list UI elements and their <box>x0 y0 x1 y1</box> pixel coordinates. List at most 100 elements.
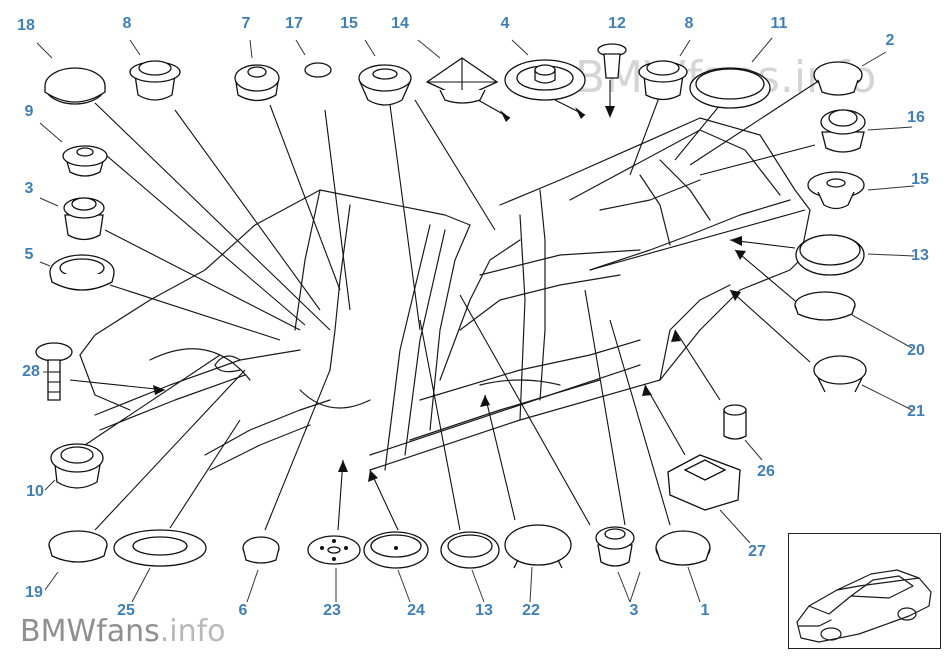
part-3-left <box>63 197 105 241</box>
callout-c7: 7 <box>242 15 251 32</box>
callout-c19: 19 <box>25 584 43 601</box>
callout-c17: 17 <box>285 15 303 32</box>
callout-c25: 25 <box>117 602 135 619</box>
callout-c1: 1 <box>701 602 710 619</box>
callout-c3b: 3 <box>630 602 639 619</box>
leader-17 <box>269 104 341 291</box>
leader-16 <box>699 144 816 176</box>
callout-c20: 20 <box>907 342 925 359</box>
part-2 <box>813 61 863 96</box>
part-27 <box>667 454 741 511</box>
callout-c13a: 13 <box>911 247 929 264</box>
part-5 <box>49 254 115 291</box>
part-4 <box>504 59 586 101</box>
leader-6 <box>264 369 331 531</box>
callout-c15b: 15 <box>911 171 929 188</box>
part-13-bottom <box>440 531 500 569</box>
parts <box>35 43 867 569</box>
part-18 <box>44 67 106 105</box>
callout-c9: 9 <box>25 103 34 120</box>
part-11 <box>689 67 771 109</box>
callout-c10: 10 <box>26 483 44 500</box>
part-6 <box>242 536 280 564</box>
arrowheads <box>153 106 746 482</box>
callout-c5: 5 <box>25 246 34 263</box>
leader-7 <box>174 109 321 311</box>
leader-13b <box>419 319 461 531</box>
part-8-right <box>638 60 688 101</box>
leader-25 <box>169 419 241 529</box>
part-25 <box>113 529 207 567</box>
label-ticks <box>36 37 915 603</box>
leader-11 <box>674 104 721 161</box>
leader-21 <box>729 289 811 363</box>
part-20 <box>794 291 856 321</box>
car-thumbnail <box>788 533 941 649</box>
callout-c18: 18 <box>17 17 35 34</box>
callout-c13b: 13 <box>475 602 493 619</box>
watermark-bottom: BMWfans.info <box>20 614 226 649</box>
part-12 <box>597 43 627 79</box>
callout-c28: 28 <box>22 363 40 380</box>
leader-10 <box>84 354 221 446</box>
part-3-bottom <box>595 526 635 567</box>
part-17 <box>304 62 332 78</box>
part-26 <box>723 404 747 440</box>
leader-27 <box>644 384 686 456</box>
callout-c8a: 8 <box>123 15 132 32</box>
part-19 <box>48 530 108 563</box>
leader-18 <box>94 102 331 331</box>
leader-15b <box>589 209 806 271</box>
leader-9 <box>99 149 306 326</box>
callout-c8b: 8 <box>685 15 694 32</box>
part-16 <box>820 109 866 153</box>
callout-c24: 24 <box>407 602 425 619</box>
part-14 <box>425 57 499 104</box>
part-22 <box>504 524 572 569</box>
callout-c23: 23 <box>323 602 341 619</box>
callout-c22: 22 <box>522 602 540 619</box>
leader-15a <box>324 109 351 311</box>
leader-24 <box>369 469 399 531</box>
leader-26 <box>674 329 721 401</box>
leader-5 <box>109 284 281 341</box>
callout-c15a: 15 <box>340 15 358 32</box>
part-10 <box>50 443 104 489</box>
car-body-shell <box>79 117 811 471</box>
part-24 <box>363 531 429 569</box>
callout-c21: 21 <box>907 403 925 420</box>
callout-c16: 16 <box>907 109 925 126</box>
car-thumbnail-drawing <box>796 569 932 643</box>
leader-20 <box>734 249 801 306</box>
leader-22 <box>484 394 516 521</box>
part-21 <box>813 355 867 393</box>
leader-28 <box>69 379 166 391</box>
leader-14 <box>414 99 496 231</box>
leader-1 <box>609 319 671 526</box>
callout-c4: 4 <box>501 15 510 32</box>
part-28 <box>35 342 73 401</box>
leader-8b <box>629 94 661 176</box>
callout-c12: 12 <box>608 15 626 32</box>
callout-c6: 6 <box>239 602 248 619</box>
callout-c3a: 3 <box>25 180 34 197</box>
part-15-right <box>807 171 865 210</box>
part-23 <box>307 535 361 565</box>
leader-3b1 <box>459 294 591 526</box>
callout-c11: 11 <box>771 15 788 32</box>
callout-c14: 14 <box>391 15 409 32</box>
part-9 <box>62 145 108 177</box>
callout-c26: 26 <box>757 463 775 480</box>
part-8-left <box>129 60 181 101</box>
part-13-right <box>795 234 865 276</box>
leader-2 <box>689 79 821 166</box>
part-15-top <box>358 64 412 106</box>
leader-15-down <box>389 104 421 331</box>
part-7 <box>234 64 280 102</box>
callout-c27: 27 <box>748 543 766 560</box>
leader-3b2 <box>584 289 626 526</box>
leader-3a <box>104 229 301 331</box>
